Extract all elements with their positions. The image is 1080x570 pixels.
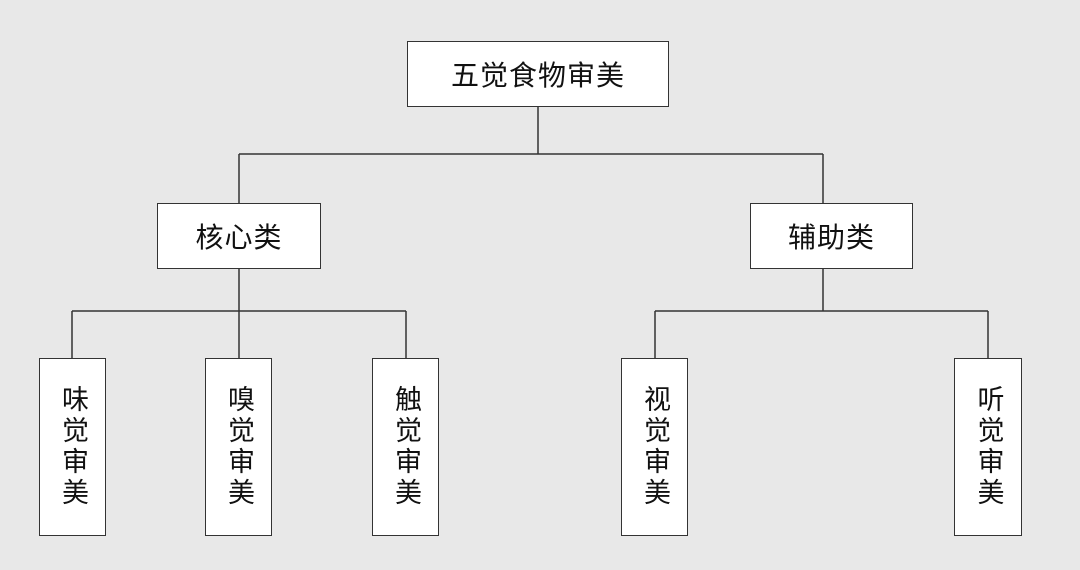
hearing-aesthetics-node: 听觉审美: [954, 358, 1022, 536]
auxiliary-category-label: 辅助类: [787, 221, 875, 254]
touch-aesthetics-label: 触觉审美: [390, 385, 421, 509]
root-node: 五觉食物审美: [407, 41, 669, 107]
core-category-node: 核心类: [157, 203, 321, 269]
sight-aesthetics-node: 视觉审美: [621, 358, 688, 536]
taste-aesthetics-label: 味觉审美: [57, 385, 88, 509]
smell-aesthetics-node: 嗅觉审美: [205, 358, 272, 536]
taste-aesthetics-node: 味觉审美: [39, 358, 106, 536]
touch-aesthetics-node: 触觉审美: [372, 358, 439, 536]
core-category-label: 核心类: [195, 221, 283, 254]
root-label: 五觉食物审美: [450, 59, 625, 92]
smell-aesthetics-label: 嗅觉审美: [223, 385, 254, 509]
auxiliary-category-node: 辅助类: [750, 203, 913, 269]
sight-aesthetics-label: 视觉审美: [639, 385, 670, 509]
hearing-aesthetics-label: 听觉审美: [972, 385, 1004, 509]
